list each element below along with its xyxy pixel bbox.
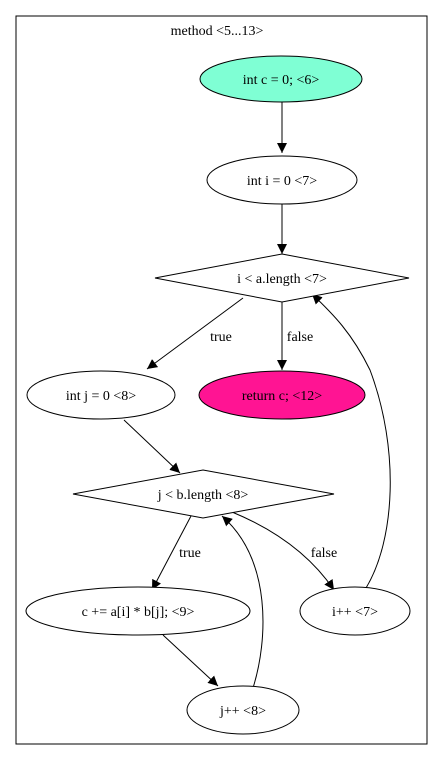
node-int-c: int c = 0; <6>: [199, 55, 363, 103]
node-i-lt-a-length-shape: [154, 253, 410, 303]
edge-n8b-n9: [151, 515, 192, 591]
edge-n9-n8c: [162, 634, 219, 687]
node-int-i-shape: [206, 155, 358, 205]
node-int-j-label: int j = 0 <8>: [66, 389, 136, 404]
edge-n8c-n8b: [221, 515, 264, 689]
node-j-lt-b-length-label: j < b.length <8>: [157, 488, 249, 503]
node-i-inc-label: i++ <7>: [332, 605, 378, 620]
edge-n8b-n7c: [231, 511, 335, 591]
node-j-lt-b-length: j < b.length <8>: [72, 469, 335, 519]
edge-n7c-n7b: [311, 293, 391, 589]
node-int-i-label: int i = 0 <7>: [247, 174, 317, 189]
node-int-c-shape: [199, 55, 363, 103]
node-i-inc: i++ <7>: [299, 586, 411, 636]
node-return-c-shape: [198, 370, 366, 420]
node-c-plus-eq-shape: [25, 586, 251, 636]
node-c-plus-eq-label: c += a[i] * b[j]; <9>: [82, 605, 195, 620]
cluster-label: method <5...13>: [171, 24, 264, 39]
cluster-frame: [15, 15, 428, 745]
node-i-lt-a-length: i < a.length <7>: [154, 253, 410, 303]
node-c-plus-eq: c += a[i] * b[j]; <9>: [25, 586, 251, 636]
edge-n8a-n8b: [123, 419, 181, 474]
node-i-inc-shape: [299, 586, 411, 636]
node-return-c-label: return c; <12>: [242, 389, 322, 404]
node-j-lt-b-length-shape: [72, 469, 335, 519]
node-j-inc: j++ <8>: [186, 685, 300, 735]
node-j-inc-shape: [186, 685, 300, 735]
node-int-c-label: int c = 0; <6>: [243, 73, 320, 88]
node-j-inc-label: j++ <8>: [219, 704, 266, 719]
edge-label-n8b-false: false: [311, 546, 337, 561]
edge-label-n7b-true: true: [210, 330, 232, 345]
node-int-j: int j = 0 <8>: [26, 370, 176, 420]
node-int-i: int i = 0 <7>: [206, 155, 358, 205]
edge-n7b-n8a: [146, 297, 244, 370]
node-i-lt-a-length-label: i < a.length <7>: [237, 272, 327, 287]
node-return-c: return c; <12>: [198, 370, 366, 420]
node-int-j-shape: [26, 370, 176, 420]
edge-label-n7b-false: false: [287, 330, 313, 345]
edge-label-n8b-true: true: [179, 546, 201, 561]
